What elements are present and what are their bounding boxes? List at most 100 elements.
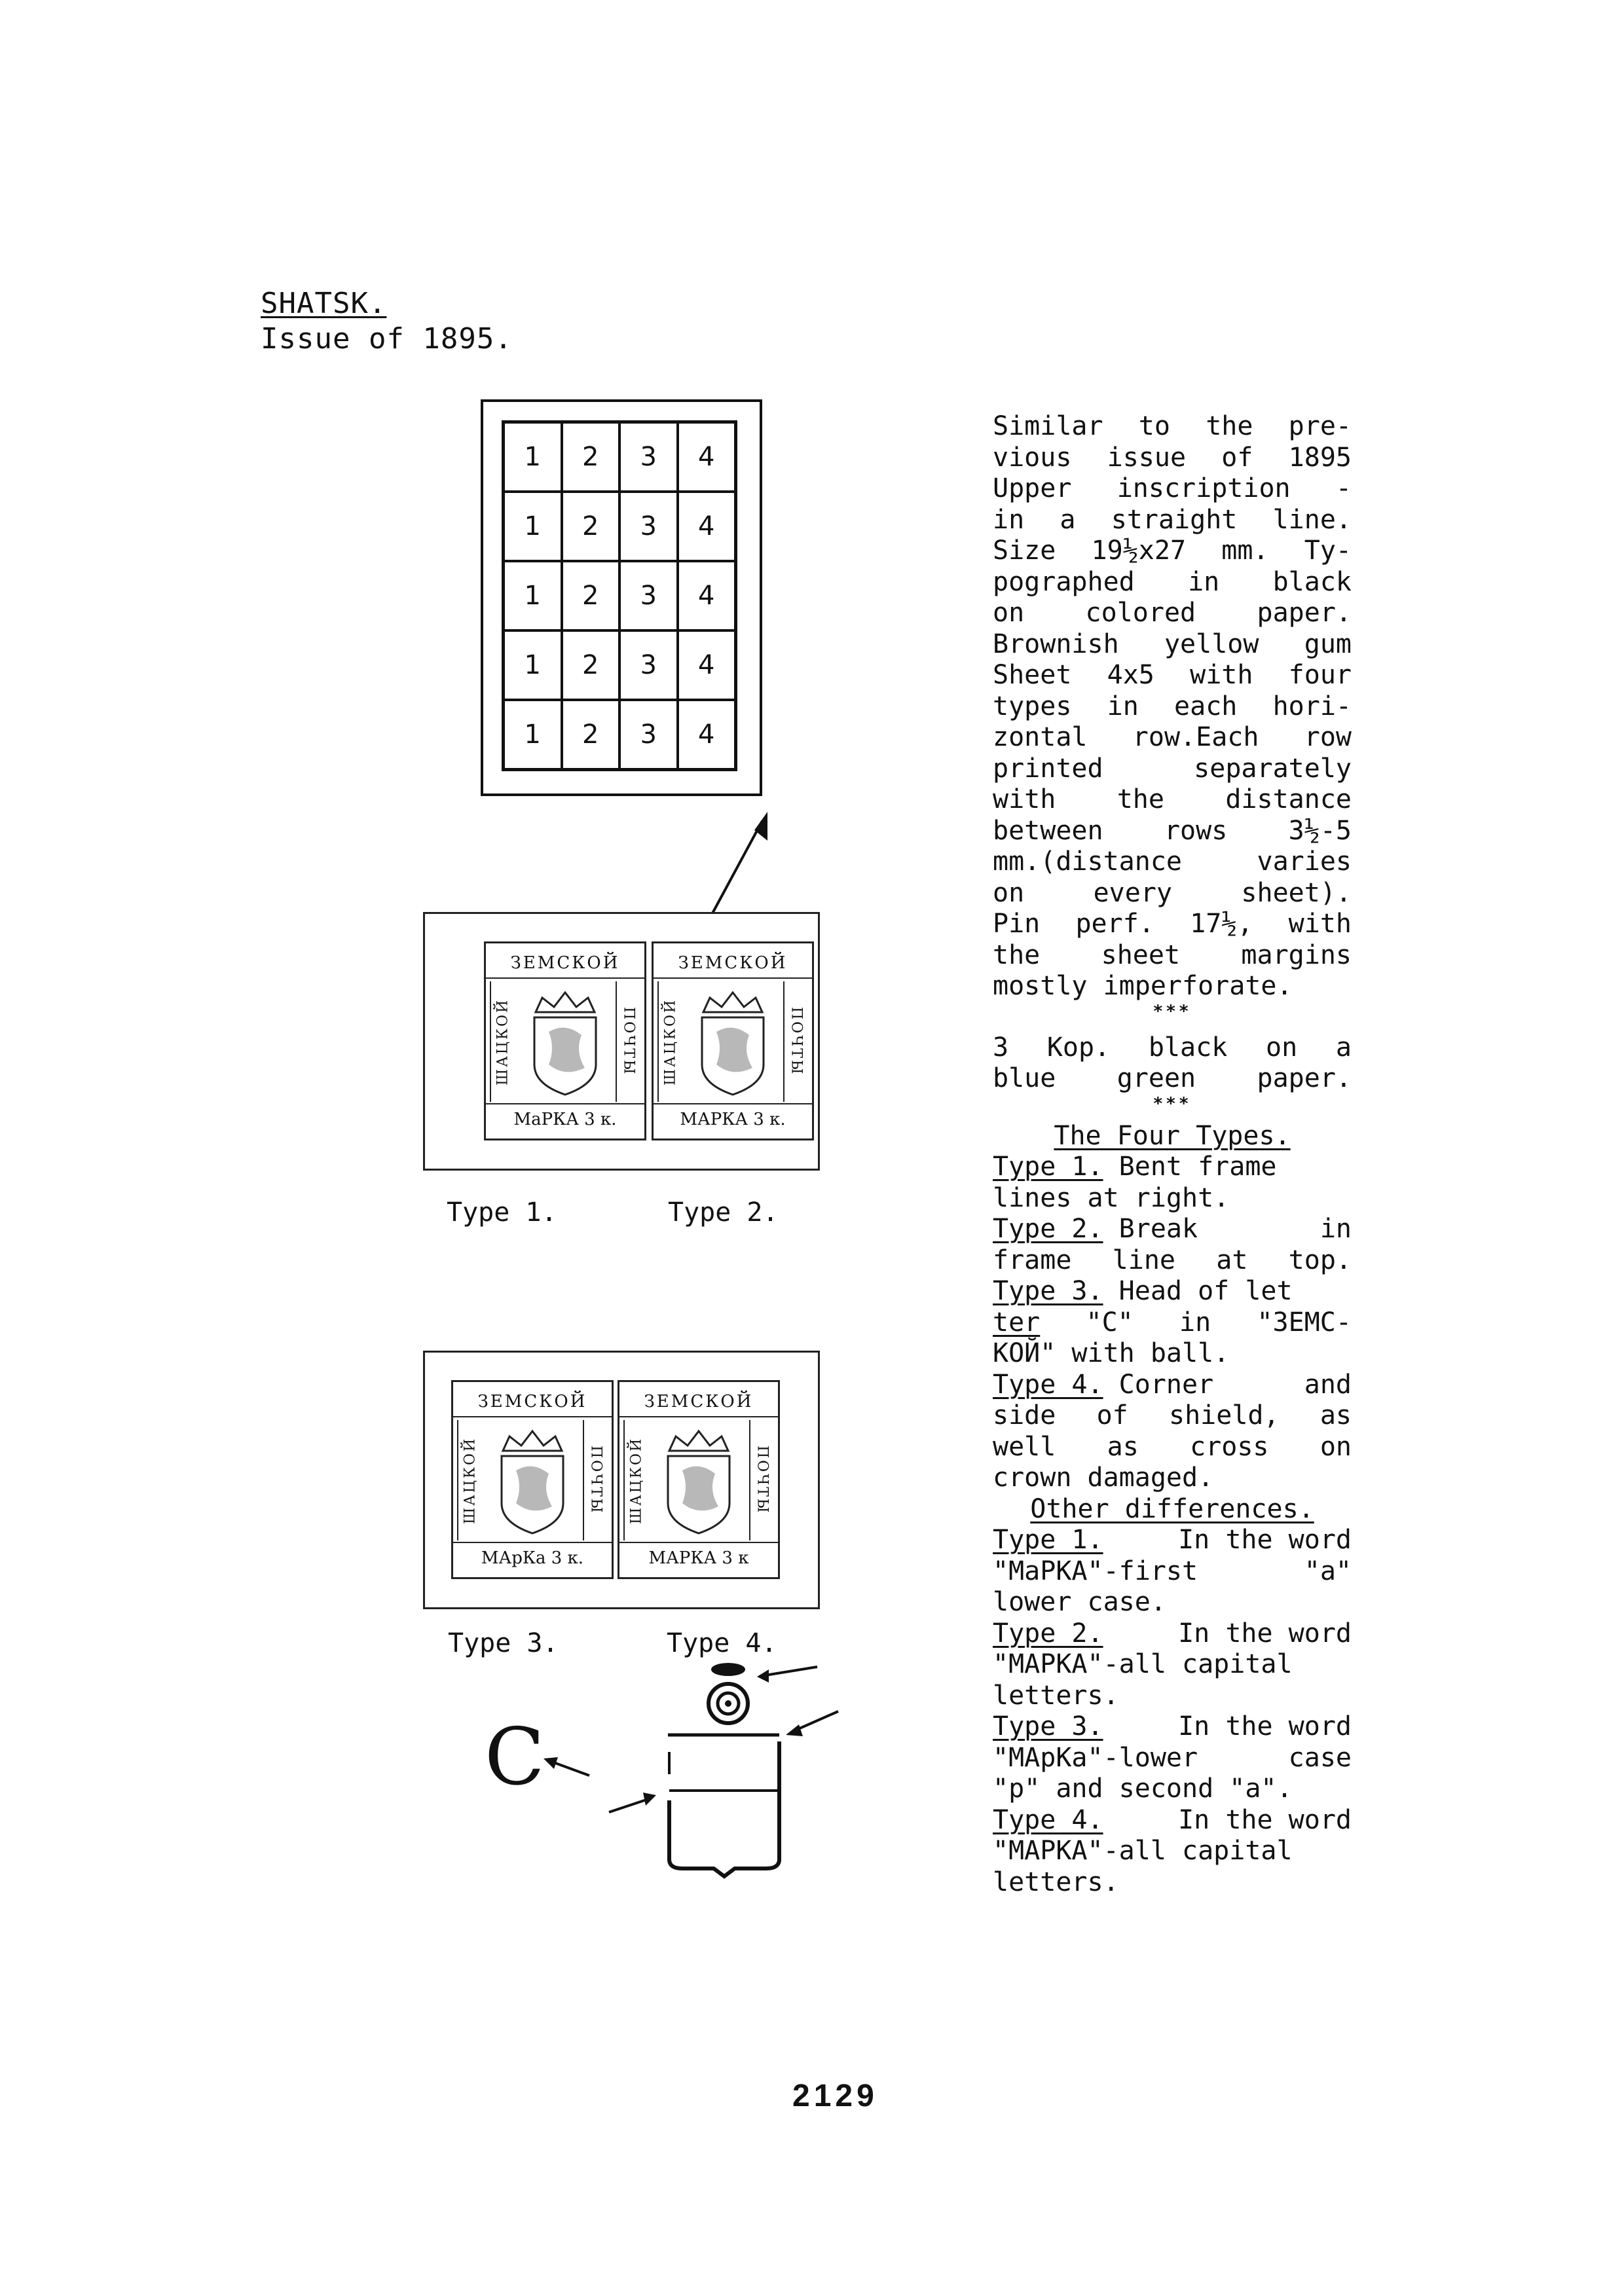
stamp-top-inscription: ЗЕМСКОЙ: [619, 1387, 778, 1417]
stamp-right-inscription: ПОЧТЫ: [783, 981, 808, 1102]
type1-note-text: Bent frame: [1118, 1152, 1277, 1182]
shield-detail-icon: [544, 1710, 839, 1879]
letter-c-detail: C: [485, 1712, 545, 1803]
type1-note-line: lines at right.: [993, 1182, 1230, 1213]
stamp-bottom-inscription: МАрКа 3 к.: [453, 1542, 612, 1573]
description-word: rows: [1164, 815, 1228, 846]
sheet-cell: 1: [504, 492, 562, 561]
stamp-right-inscription: ПОЧТЫ: [749, 1420, 774, 1540]
type2-note-text: Break: [1118, 1214, 1198, 1244]
sheet-cell: 3: [619, 630, 678, 700]
cross-detail-icon: [707, 1663, 818, 1725]
description-word: black: [1148, 1032, 1228, 1063]
description-word: perf.: [1075, 909, 1154, 939]
type1-note: Type 1. Bent frame: [993, 1152, 1352, 1183]
description-word: Kop.: [1046, 1032, 1111, 1063]
type3-note-word: "ЗЕМС-: [1257, 1307, 1352, 1338]
description-word: on: [993, 598, 1025, 628]
type3-note-text: Head of let: [1118, 1276, 1293, 1306]
diff-type4-label: Type 4.: [993, 1804, 1103, 1835]
stamp-left-inscription: ШАЦКОЙ: [457, 1420, 482, 1540]
sheet-cell: 3: [619, 700, 678, 769]
type3-note-word: in: [1179, 1307, 1211, 1338]
description-word: green: [1116, 1063, 1196, 1093]
type2-note-label: Type 2.: [993, 1214, 1103, 1244]
description-word: four: [1288, 660, 1352, 690]
description-word: 1895: [1288, 442, 1352, 473]
diff-type1-line: lower case.: [993, 1587, 1166, 1617]
diff-type2-label: Type 2.: [993, 1618, 1103, 1649]
description-word: a: [1060, 504, 1076, 535]
type4-note-line: crown damaged.: [993, 1463, 1214, 1493]
description-word: Sheet: [993, 660, 1072, 690]
diff-type2-text: In the word: [1178, 1618, 1352, 1649]
description-word: inscription: [1116, 473, 1291, 503]
sheet-cell: 3: [619, 492, 678, 561]
coat-of-arms-icon: [651, 1420, 747, 1540]
stamp-top-inscription: ЗЕМСКОЙ: [453, 1387, 612, 1417]
description-word: Brownish: [993, 629, 1119, 659]
diff-type1-text: In the word: [1178, 1525, 1352, 1555]
description-word: 4x5: [1107, 660, 1154, 690]
four-types-heading: The Four Types.: [1054, 1120, 1291, 1151]
description-word: as: [1107, 1431, 1139, 1462]
stamp-top-inscription: ЗЕМСКОЙ: [654, 949, 812, 979]
type1-label: Type 1.: [447, 1197, 557, 1228]
description-word: the: [1116, 784, 1164, 814]
stamp-right-inscription: ПОЧТЫ: [583, 1420, 608, 1540]
description-word: Size: [993, 536, 1056, 566]
description-word: case: [1288, 1742, 1352, 1773]
diff-type2-line: letters.: [993, 1680, 1119, 1711]
type3-note-label: Type 3.: [993, 1276, 1103, 1306]
description-word: margins: [1241, 939, 1352, 970]
diff-type1-line: "МаРКА"-first"a": [993, 1556, 1352, 1588]
description-word: yellow: [1164, 629, 1259, 659]
stamp-type2: ЗЕМСКОЙ ШАЦКОЙ ПОЧТЫ МАРКА 3 к.: [652, 941, 814, 1140]
stamp-type1: ЗЕМСКОЙ ШАЦКОЙ ПОЧТЫ МаРКА 3 к.: [484, 941, 646, 1140]
description-word: at: [1216, 1245, 1248, 1275]
stamp-pair-type3-type4: ЗЕМСКОЙ ШАЦКОЙ ПОЧТЫ МАрКа 3 к. ЗЕМСКОЙ …: [423, 1351, 820, 1609]
sheet-cell: 4: [677, 492, 735, 561]
description-word: a: [1335, 1032, 1352, 1063]
description-word: Similar: [993, 411, 1103, 441]
type3-label: Type 3.: [448, 1628, 559, 1658]
stamp-type4: ЗЕМСКОЙ ШАЦКОЙ ПОЧТЫ МАРКА 3 к: [618, 1380, 780, 1579]
sheet-cell: 2: [561, 422, 619, 492]
sheet-cell: 1: [504, 630, 562, 700]
description-word: black: [1272, 566, 1352, 597]
diff-type2: Type 2. In the word: [993, 1618, 1352, 1650]
diff-type1: Type 1.In the word: [993, 1525, 1352, 1556]
description-word: zontal: [993, 722, 1088, 752]
description-word: vious: [993, 442, 1072, 473]
description-word: issue: [1107, 442, 1187, 473]
description-word: every: [1093, 877, 1172, 908]
sheet-cell: 4: [677, 630, 735, 700]
diff-type4: Type 4.In the word: [993, 1805, 1352, 1836]
type1-note-label: Type 1.: [993, 1152, 1103, 1182]
issue-subtitle: Issue of 1895.: [261, 322, 513, 355]
stamp-bottom-inscription: МаРКА 3 к.: [486, 1103, 644, 1135]
type3-note-underlined: ter: [993, 1307, 1041, 1338]
sheet-cell: 3: [619, 561, 678, 630]
sheet-cell: 4: [677, 422, 735, 492]
description-word: straight: [1111, 504, 1238, 535]
description-word: in: [1188, 566, 1220, 597]
separator-stars: ***: [1153, 1001, 1192, 1021]
page-number: 2129: [792, 2079, 878, 2113]
sheet-cell: 2: [561, 630, 619, 700]
description-word: paper.: [1257, 1063, 1352, 1093]
description-word: with: [1288, 909, 1352, 939]
